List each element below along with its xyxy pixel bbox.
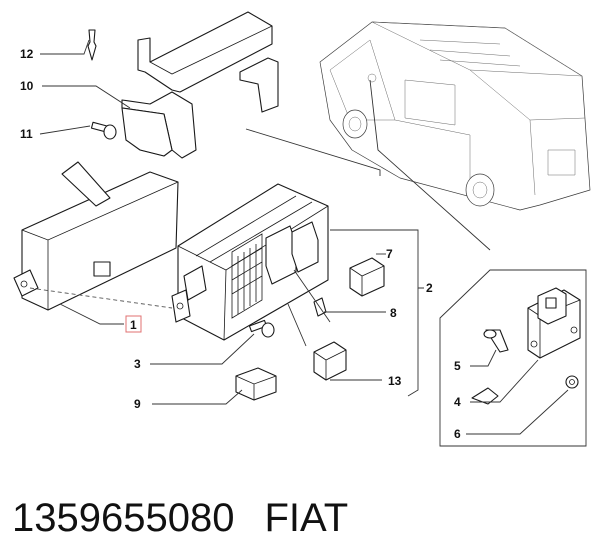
parts-diagram: 12 10 11 1 7 2 8 3 13 9 5 4 6 [13, 11, 591, 447]
callout-5: 5 [454, 359, 461, 373]
callout-13: 13 [388, 374, 402, 388]
screw-3 [248, 319, 275, 338]
callout-3: 3 [134, 357, 141, 371]
pin-12 [87, 29, 97, 61]
mounting-bracket [121, 91, 197, 159]
callout-8: 8 [390, 306, 397, 320]
control-module [13, 161, 179, 311]
screw-11 [90, 121, 117, 140]
brand-name: FIAT [264, 495, 349, 540]
sensor-module [439, 269, 587, 447]
callout-12: 12 [20, 47, 34, 61]
relay-7 [349, 257, 385, 297]
callout-6: 6 [454, 427, 461, 441]
callout-10: 10 [20, 79, 34, 93]
callout-11: 11 [20, 127, 33, 141]
callout-9: 9 [134, 397, 141, 411]
item-1-highlight-box [125, 315, 142, 333]
callout-4: 4 [454, 395, 461, 409]
part-number: 1359655080 [12, 495, 235, 540]
callout-2: 2 [426, 281, 433, 295]
callout-1: 1 [130, 318, 137, 332]
upper-bracket [137, 11, 279, 113]
relay-13 [313, 341, 347, 381]
relay-9 [235, 367, 277, 401]
callout-7: 7 [386, 247, 393, 261]
van-illustration [319, 21, 591, 211]
footer: 1359655080 FIAT [12, 488, 588, 548]
fuse-box [171, 183, 329, 341]
